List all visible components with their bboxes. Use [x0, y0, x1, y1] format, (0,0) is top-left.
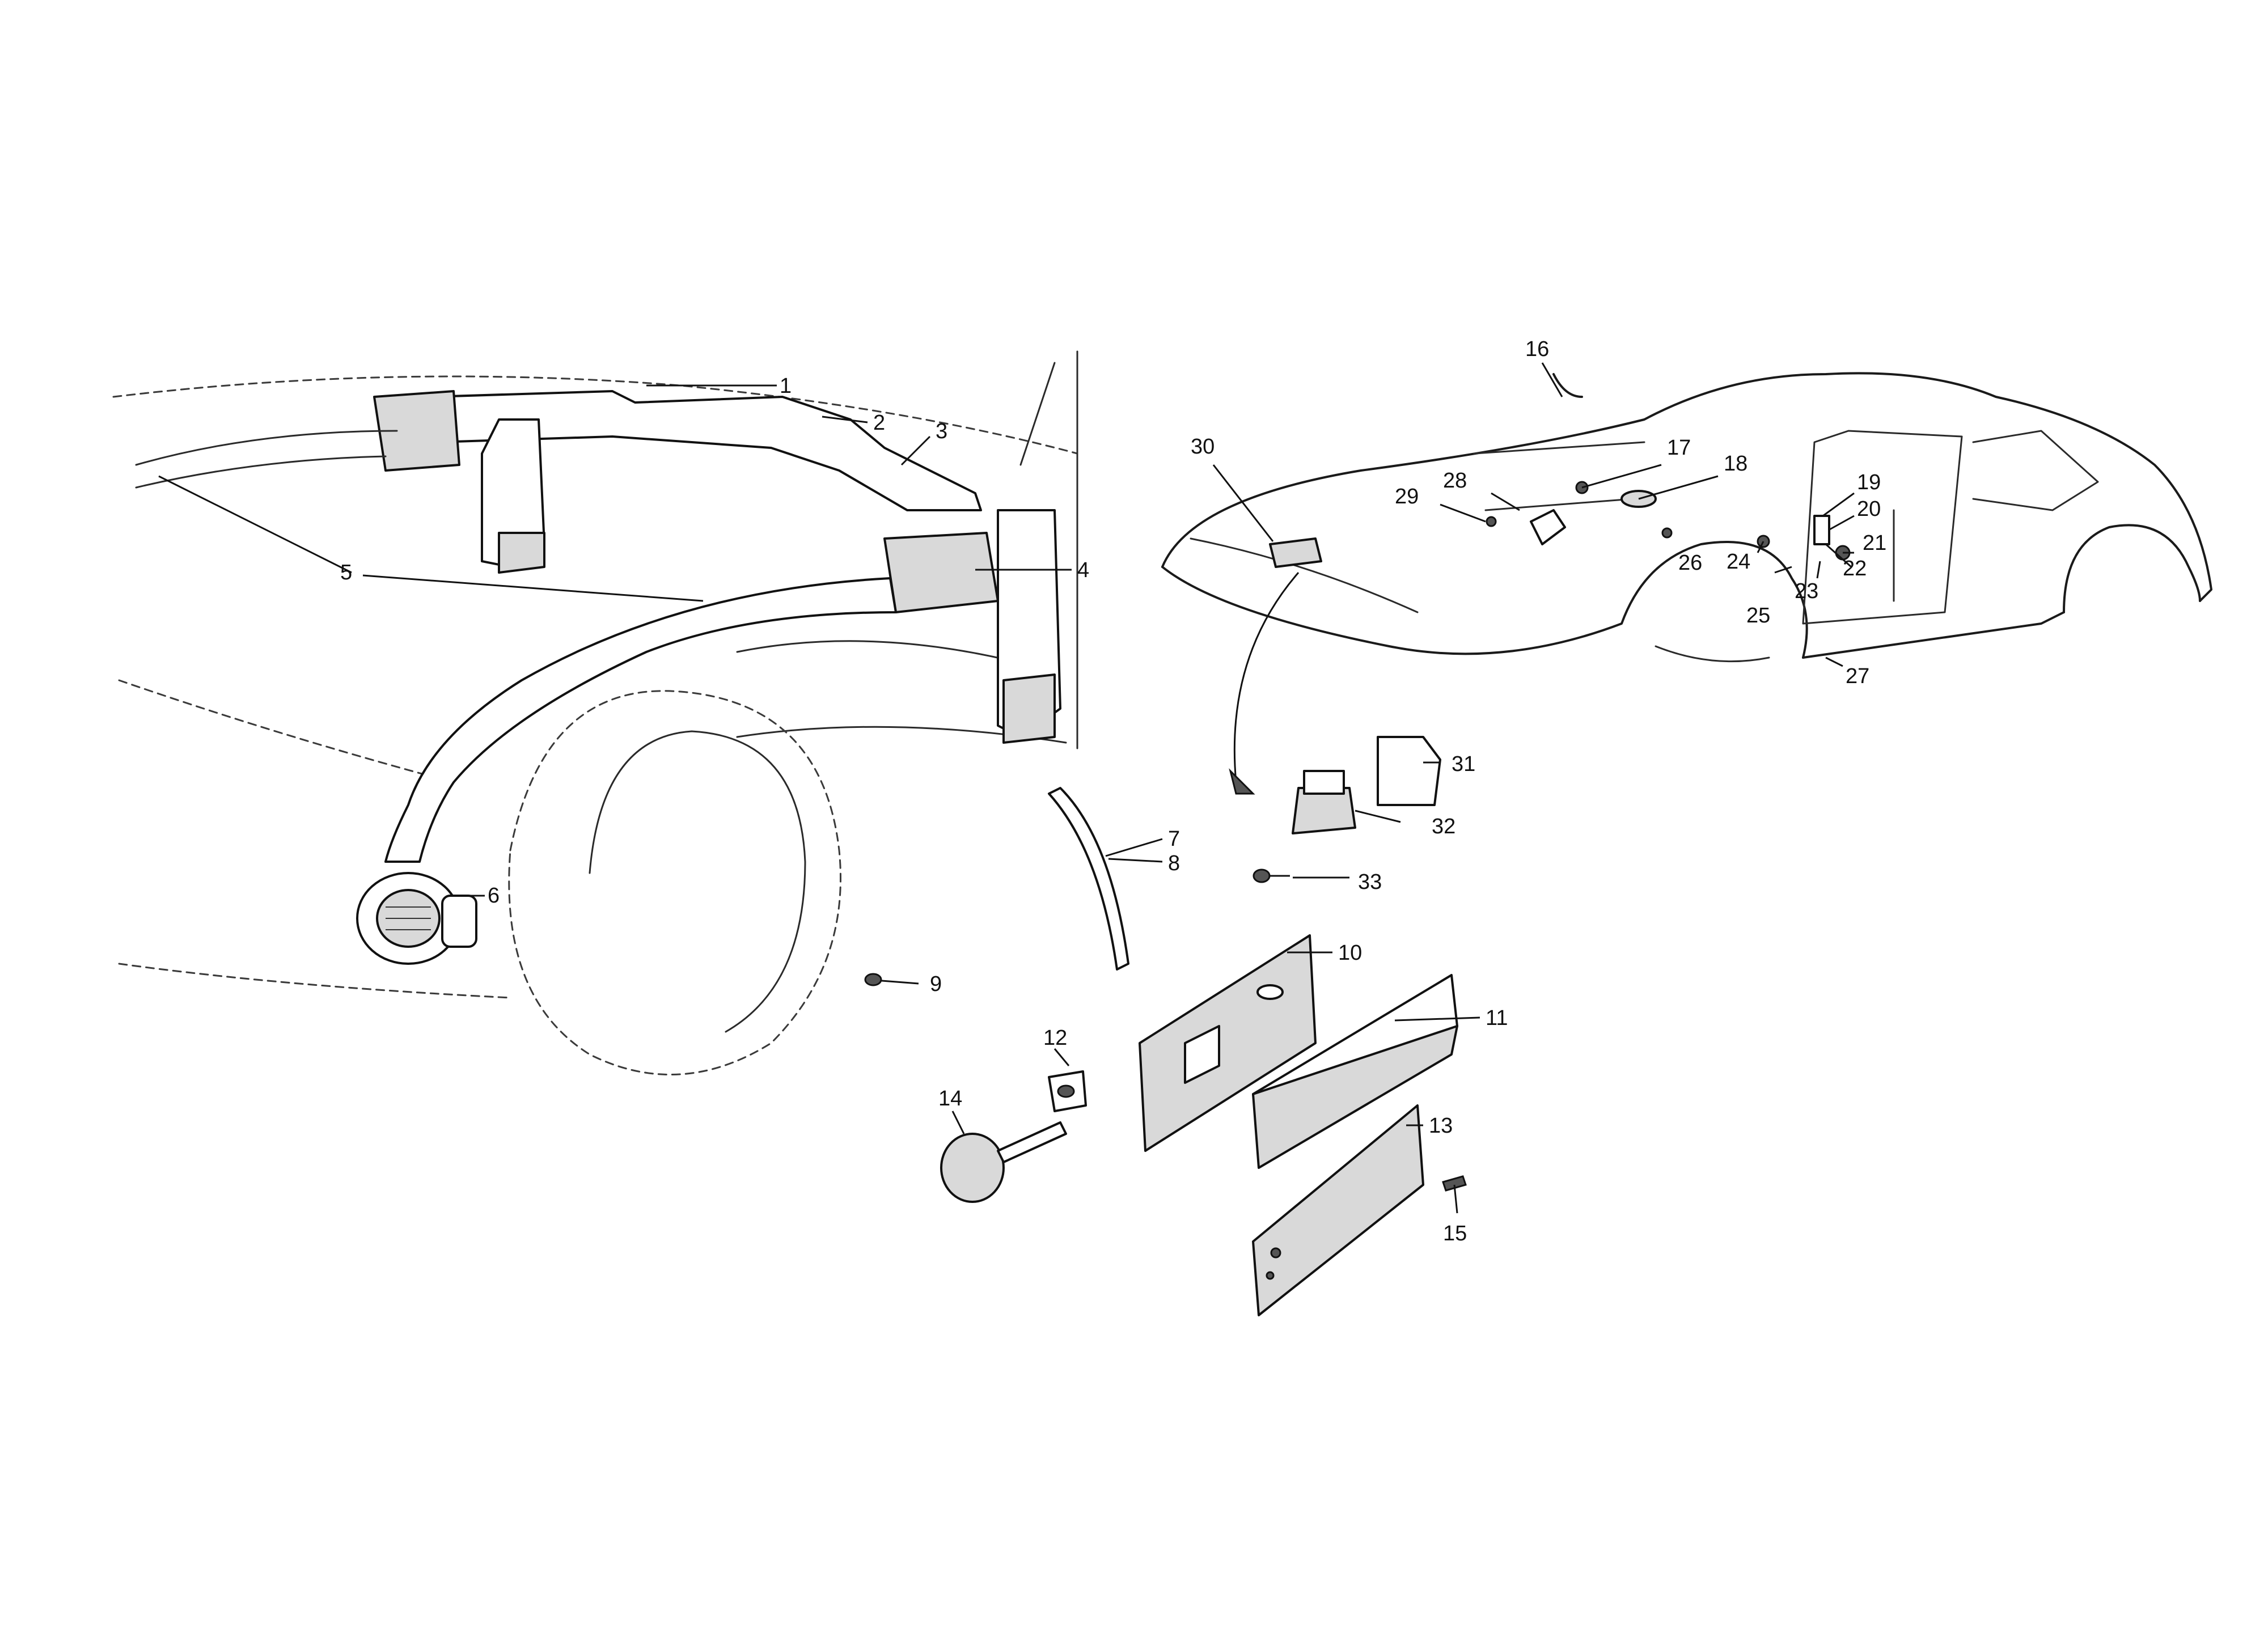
callout-labels: 1 2 3 4 5 6 7 8 9 10 11 12 13 14 15 16 1…: [340, 337, 1886, 1245]
callout-19: 19: [1857, 471, 1881, 494]
callout-28: 28: [1443, 469, 1467, 493]
callout-27: 27: [1846, 664, 1869, 688]
callout-11: 11: [1486, 1006, 1508, 1030]
callout-30: 30: [1191, 435, 1215, 459]
callout-31: 31: [1452, 752, 1475, 776]
exploded-parts: [864, 736, 1467, 1316]
callout-6: 6: [488, 884, 500, 908]
callout-17: 17: [1667, 436, 1691, 460]
leader-lines: [158, 362, 1855, 1134]
callout-8: 8: [1168, 851, 1180, 875]
callout-12: 12: [1043, 1026, 1067, 1050]
car-overview: [1161, 372, 2212, 795]
callout-1: 1: [780, 374, 792, 398]
callout-14: 14: [938, 1087, 962, 1111]
callout-5: 5: [340, 561, 352, 584]
callout-20: 20: [1857, 497, 1881, 521]
front-body-outline: [112, 350, 1078, 1075]
callout-7: 7: [1168, 827, 1180, 851]
callout-13: 13: [1429, 1114, 1453, 1138]
callout-26: 26: [1678, 551, 1702, 575]
callout-10: 10: [1338, 941, 1362, 965]
callout-23: 23: [1795, 579, 1818, 603]
callout-3: 3: [936, 420, 947, 443]
callout-4: 4: [1077, 558, 1089, 582]
callout-21: 21: [1863, 531, 1886, 555]
air-duct-assembly: [135, 390, 1061, 965]
callout-22: 22: [1843, 557, 1867, 581]
callout-33: 33: [1358, 870, 1382, 894]
callout-29: 29: [1395, 485, 1419, 509]
callout-24: 24: [1727, 550, 1750, 574]
callout-9: 9: [930, 972, 942, 996]
callout-16: 16: [1525, 337, 1549, 361]
callout-2: 2: [873, 411, 885, 435]
callout-32: 32: [1432, 815, 1455, 838]
callout-18: 18: [1724, 452, 1747, 476]
callout-25: 25: [1746, 604, 1770, 628]
callout-15: 15: [1443, 1222, 1467, 1245]
